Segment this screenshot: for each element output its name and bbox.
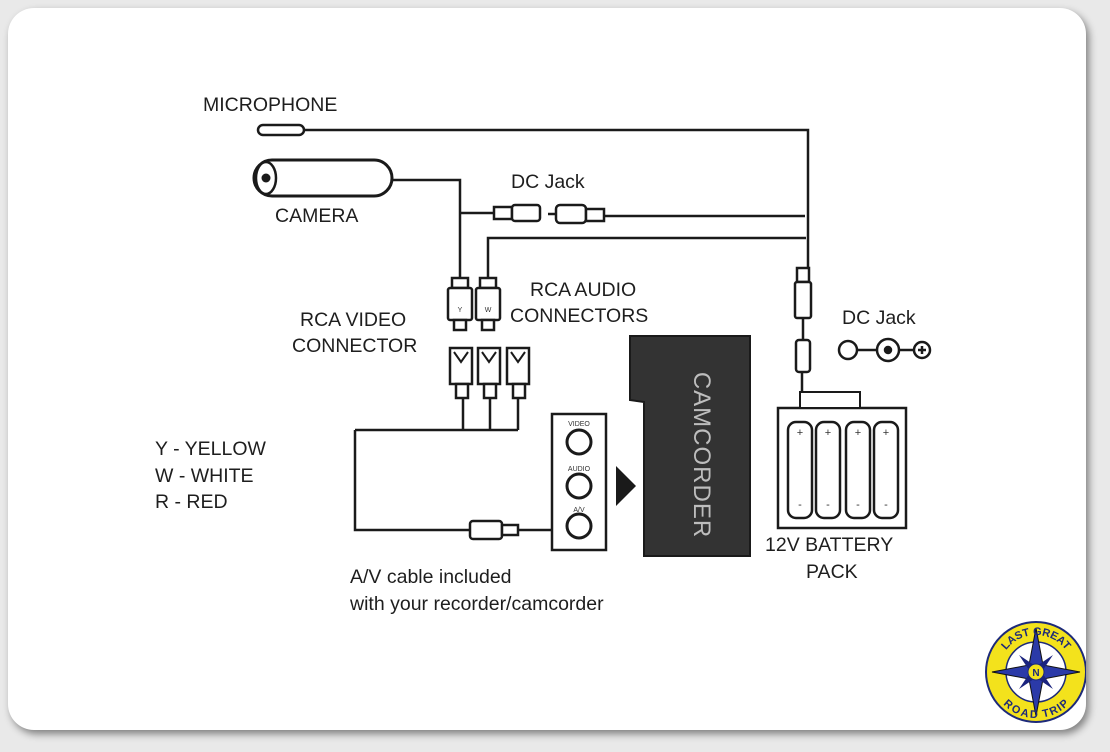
rca-audio-label-line1: RCA AUDIO: [530, 279, 636, 301]
camera-label: CAMERA: [275, 205, 358, 227]
camera-icon: [252, 158, 394, 198]
audio-wire: [486, 236, 806, 278]
av-cable: [353, 428, 518, 532]
camcorder-icon: CAMCORDER: [629, 335, 751, 557]
camera-wire: [392, 178, 462, 278]
av-cable-plug-icon: [468, 519, 520, 541]
audio-jack-icon: [565, 472, 593, 500]
jack-label-audio: AUDIO: [568, 466, 591, 473]
dc-plug-female-icon: [548, 203, 606, 225]
rca-jack-red-icon: [505, 346, 531, 400]
battery-1-top: +: [797, 427, 803, 439]
battery-1-bottom: -: [798, 499, 802, 511]
video-jack-icon: [565, 428, 593, 456]
av-cable-label-line2: with your recorder/camcorder: [349, 593, 604, 615]
battery-3-bottom: -: [856, 499, 860, 511]
arrow-right-icon: [616, 466, 636, 506]
jack-panel: VIDEO AUDIO A/V: [550, 412, 608, 552]
dc-plug-vertical-icon: [793, 266, 813, 374]
battery-label-line2: PACK: [806, 561, 858, 583]
wiring-diagram: Y W VIDEO AUDIO A/V: [155, 94, 1086, 723]
dc-jack-polarity-icon: [837, 337, 932, 363]
logo-center-letter: N: [1032, 668, 1039, 679]
rca-jack-white-icon: [476, 346, 502, 400]
rca-video-plug-icon: Y: [446, 276, 474, 332]
battery-pack-icon: + - + - + - + -: [776, 391, 908, 530]
av-cable-leads: [461, 398, 520, 430]
battery-4-top: +: [883, 427, 889, 439]
av-cable-label-line1: A/V cable included: [350, 566, 512, 588]
battery-3-top: +: [855, 427, 861, 439]
rca-video-label-line1: RCA VIDEO: [300, 309, 406, 331]
rca-jack-yellow-icon: [448, 346, 474, 400]
dc-jack-top-label: DC Jack: [511, 171, 585, 193]
battery-2-bottom: -: [826, 499, 830, 511]
rca-audio-plug-icon: W: [474, 276, 502, 332]
legend-yellow: Y - YELLOW: [155, 438, 267, 460]
battery-4-bottom: -: [884, 499, 888, 511]
microphone-label: MICROPHONE: [203, 94, 337, 116]
diagram-card: Y W VIDEO AUDIO A/V: [8, 8, 1086, 730]
legend-white: W - WHITE: [155, 465, 254, 487]
color-legend: Y - YELLOW W - WHITE R - RED: [155, 438, 267, 513]
microphone-icon: [256, 123, 306, 137]
rca-video-label-line2: CONNECTOR: [292, 335, 417, 357]
jack-label-video: VIDEO: [568, 421, 590, 428]
microphone-wire: [305, 128, 810, 268]
camcorder-label: CAMCORDER: [688, 372, 715, 538]
dc-plug-male-icon: [492, 203, 542, 223]
av-jack-icon: [565, 512, 593, 540]
dc-jack-right-label: DC Jack: [842, 307, 916, 329]
jack-label-av: A/V: [573, 507, 585, 514]
battery-label-line1: 12V BATTERY: [765, 534, 893, 556]
battery-2-top: +: [825, 427, 831, 439]
rca-audio-label-line2: CONNECTORS: [510, 305, 648, 327]
plug-mark-w: W: [485, 307, 492, 314]
last-great-road-trip-logo: N LAST GREAT ROAD TRIP: [985, 621, 1086, 723]
plug-mark-y: Y: [458, 307, 463, 314]
legend-red: R - RED: [155, 491, 228, 513]
